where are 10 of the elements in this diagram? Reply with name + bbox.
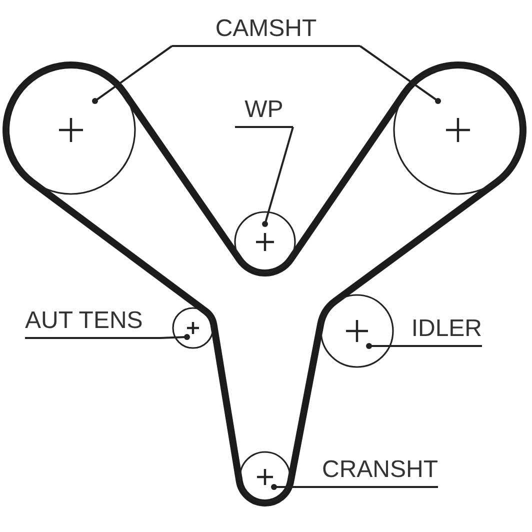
part-label: CAMSHT bbox=[172, 13, 360, 47]
part-label: WP bbox=[235, 94, 293, 128]
part-label: IDLER bbox=[400, 313, 482, 347]
leader-line bbox=[262, 126, 294, 227]
leader-line bbox=[366, 343, 400, 349]
leader-line bbox=[92, 45, 173, 104]
leader-line bbox=[359, 45, 441, 104]
leader-line bbox=[160, 334, 190, 340]
part-label: CRANSHT bbox=[305, 454, 438, 488]
part-label: AUT TENS bbox=[25, 305, 160, 339]
